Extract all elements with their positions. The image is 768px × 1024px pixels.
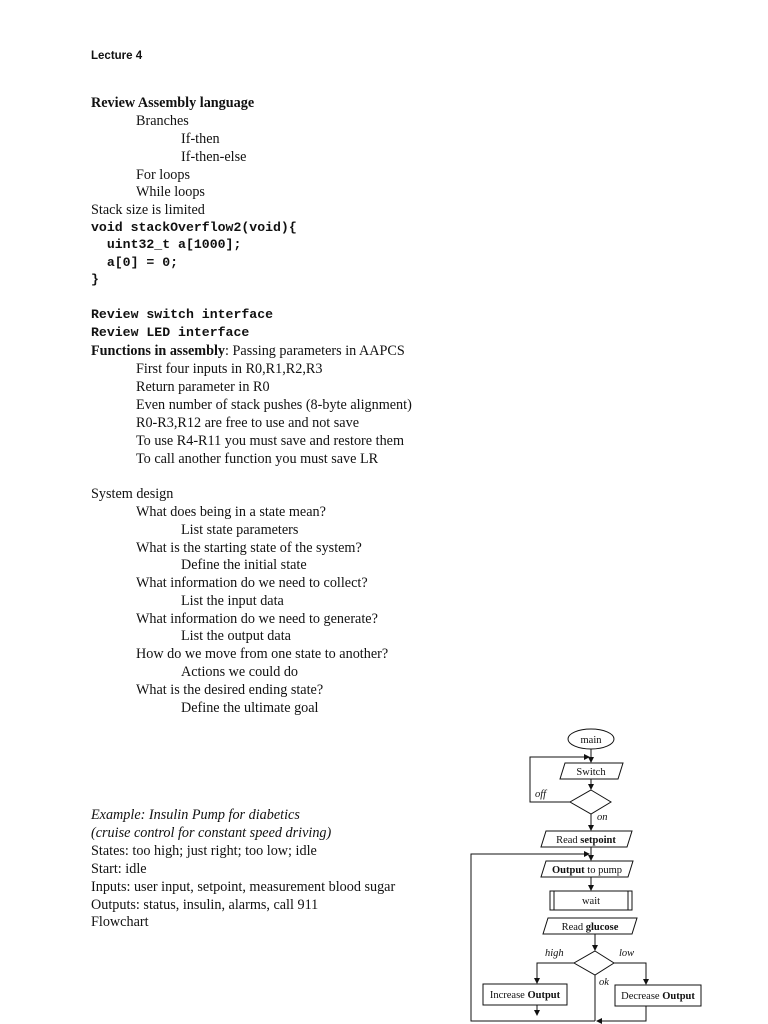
list-item: What is the desired ending state? xyxy=(136,682,324,698)
read-glucose-shape xyxy=(542,917,638,935)
list-item: List the output data xyxy=(181,628,291,644)
ok-label: ok xyxy=(599,977,609,988)
list-item: To use R4-R11 you must save and restore … xyxy=(136,433,404,449)
switch-input-shape xyxy=(559,762,624,780)
decrease-output-box xyxy=(614,984,702,1007)
on-label: on xyxy=(597,812,608,823)
example-line: Inputs: user input, setpoint, measuremen… xyxy=(91,879,396,895)
functions-heading-bold: Functions in assembly xyxy=(91,343,226,359)
list-item: If-then-else xyxy=(181,149,247,165)
wait-process-shape xyxy=(549,890,633,911)
start-label: main xyxy=(581,735,603,746)
increase-output-box xyxy=(482,983,568,1006)
list-item: List the input data xyxy=(181,593,284,609)
list-item: Return parameter in R0 xyxy=(136,379,270,395)
list-item: Define the initial state xyxy=(181,557,307,573)
list-item: R0-R3,R12 are free to use and not save xyxy=(136,415,359,431)
list-item: How do we move from one state to another… xyxy=(136,646,389,662)
list-item: What information do we need to generate? xyxy=(136,611,378,627)
list-item: Define the ultimate goal xyxy=(181,700,319,716)
list-item: Stack size is limited xyxy=(91,202,205,218)
list-item: What information do we need to collect? xyxy=(136,575,368,591)
example-line: States: too high; just right; too low; i… xyxy=(91,843,317,859)
list-item: For loops xyxy=(136,167,190,183)
list-item: Branches xyxy=(136,113,189,129)
example-subtitle: (cruise control for constant speed drivi… xyxy=(91,825,332,841)
list-item: While loops xyxy=(136,184,205,200)
assembly-heading: Review Assembly language xyxy=(91,95,255,111)
high-label: high xyxy=(545,948,564,959)
example-line: Start: idle xyxy=(91,861,147,877)
list-item: What is the starting state of the system… xyxy=(136,540,362,556)
functions-heading: Functions in assembly: Passing parameter… xyxy=(91,342,405,360)
read-setpoint-shape xyxy=(540,830,633,848)
switch-label: Switch xyxy=(576,767,606,778)
increase-label: Increase Output xyxy=(490,990,561,1001)
code-line: void stackOverflow2(void){ xyxy=(91,220,297,235)
read-glucose-label: Read glucose xyxy=(562,922,619,933)
low-label: low xyxy=(619,948,634,959)
read-setpoint-label: Read setpoint xyxy=(556,835,616,846)
decrease-label: Decrease Output xyxy=(621,991,695,1002)
list-item: Even number of stack pushes (8-byte alig… xyxy=(136,397,412,413)
code-line: uint32_t a[1000]; xyxy=(91,237,242,252)
wait-label: wait xyxy=(582,896,600,907)
output-pump-label: Output to pump xyxy=(552,865,622,876)
output-pump-shape xyxy=(540,860,634,878)
review-led: Review LED interface xyxy=(91,325,250,340)
review-switch: Review switch interface xyxy=(91,307,274,322)
list-item: First four inputs in R0,R1,R2,R3 xyxy=(136,361,323,377)
example-line: Outputs: status, insulin, alarms, call 9… xyxy=(91,897,319,913)
example-line: Flowchart xyxy=(91,914,149,930)
code-line: } xyxy=(91,272,99,287)
code-line: a[0] = 0; xyxy=(91,255,179,270)
system-design-heading: System design xyxy=(91,486,174,502)
example-title: Example: Insulin Pump for diabetics xyxy=(91,807,300,823)
list-item: To call another function you must save L… xyxy=(136,451,379,467)
off-label: off xyxy=(535,789,548,800)
glucose-decision xyxy=(572,950,615,976)
lecture-title: Lecture 4 xyxy=(91,50,143,62)
functions-heading-rest: : Passing parameters in AAPCS xyxy=(225,343,405,359)
list-item: List state parameters xyxy=(181,522,299,538)
list-item: What does being in a state mean? xyxy=(136,504,326,520)
list-item: Actions we could do xyxy=(181,664,299,680)
list-item: If-then xyxy=(181,131,220,147)
switch-decision xyxy=(568,789,612,815)
